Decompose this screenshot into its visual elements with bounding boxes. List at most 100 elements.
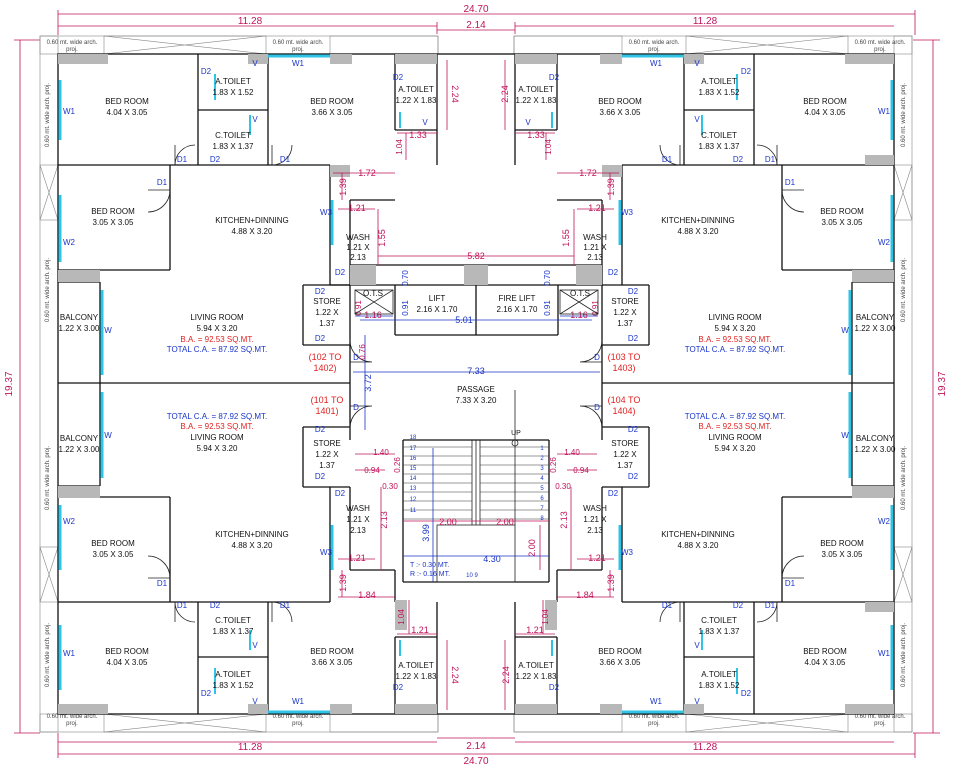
tag-v: V	[252, 641, 258, 650]
dim-label: 1.39	[606, 574, 616, 592]
dim-label: 1.04	[395, 139, 404, 155]
tag-d2: D2	[628, 334, 639, 343]
room-name: O.T.S	[570, 289, 590, 298]
staircase: UP 18 17 16 15 14 13 12 11 1 2 3 4 5 6 7…	[403, 390, 549, 583]
dim-label: 0.70	[543, 270, 552, 286]
proj-label-vertical: 0.60 mt. wide arch. proj.	[901, 83, 907, 147]
room-size: 1.22 X 1.83	[516, 672, 557, 681]
overall-width-top: 24.70	[463, 4, 488, 15]
tag-w: W	[104, 431, 112, 440]
dim-label: 1.21	[588, 553, 606, 563]
tag-d2: D2	[628, 472, 639, 481]
stair-step-number: 16	[410, 456, 417, 462]
tag-w1: W1	[650, 697, 663, 706]
room-name: A.TOILET	[398, 85, 434, 94]
tag-d1: D1	[157, 579, 168, 588]
tag-d2: D2	[549, 73, 560, 82]
stair-step-number: 1	[540, 446, 544, 452]
room-size: 1.83 X 1.37	[213, 627, 254, 636]
room-name: A.TOILET	[701, 77, 737, 86]
stair-step-number: 12	[410, 497, 417, 503]
tag-w1: W1	[63, 107, 76, 116]
room-size: 2.13	[587, 526, 603, 535]
dim-label: 1.39	[338, 178, 348, 196]
arch-projections: 0.60 mt. wide arch. proj. 0.60 mt. wide …	[39, 35, 913, 733]
proj-label: proj.	[292, 47, 304, 53]
room-size: 3.66 X 3.05	[312, 658, 353, 667]
tag-v: V	[694, 641, 700, 650]
overall-width-bottom: 24.70	[463, 756, 488, 767]
room-size: 3.05 X 3.05	[822, 218, 863, 227]
fire-lift-size: 2.16 X 1.70	[497, 305, 538, 314]
tag-d1: D1	[765, 155, 776, 164]
tag-w: W	[841, 431, 849, 440]
dim-label: 1.33	[527, 130, 545, 140]
room-size: 1.21 X	[583, 515, 607, 524]
room-size: 4.88 X 3.20	[678, 227, 719, 236]
room-size: 1.37	[319, 461, 335, 470]
dim-label: 1.16	[364, 310, 382, 320]
room-size: 2.13	[587, 253, 603, 262]
room-name: BED ROOM	[105, 97, 149, 106]
tag-d2: D2	[628, 425, 639, 434]
dim-label: 1.40	[564, 448, 580, 457]
builtup-area: B.A. = 92.53 SQ.MT.	[180, 335, 253, 344]
dim-label: 2.00	[527, 539, 537, 557]
proj-label-vertical: 0.60 mt. wide arch. proj.	[45, 83, 51, 147]
tag-w1: W1	[650, 59, 663, 68]
fire-lift-name: FIRE LIFT	[499, 294, 536, 303]
room-size: 1.22 X 1.83	[396, 96, 437, 105]
tag-d2: D2	[315, 472, 326, 481]
core: LIFT 2.16 X 1.70 FIRE LIFT 2.16 X 1.70 P…	[417, 294, 538, 405]
dim-label: 0.91	[354, 300, 363, 316]
room-size: 4.88 X 3.20	[232, 541, 273, 550]
stair-step-number: 18	[410, 435, 417, 441]
room-name: STORE	[611, 439, 638, 448]
dim-label: 0.26	[393, 457, 402, 473]
room-name: BALCONY	[60, 313, 99, 322]
carpet-area: TOTAL C.A. = 87.92 SQ.MT.	[167, 412, 268, 421]
room-size: 3.05 X 3.05	[822, 550, 863, 559]
proj-label: proj.	[66, 47, 78, 53]
dim-label: 0.94	[573, 466, 589, 475]
tag-d: D	[353, 403, 359, 412]
dim-label: 0.26	[549, 457, 558, 473]
wing-width-bottom-right: 11.28	[693, 742, 718, 753]
dim-label: 2.24	[501, 666, 511, 684]
room-size: 5.94 X 3.20	[197, 444, 238, 453]
room-size: 4.04 X 3.05	[107, 658, 148, 667]
proj-label-vertical: 0.60 mt. wide arch. proj.	[45, 446, 51, 510]
room-size: 1.83 X 1.52	[699, 88, 740, 97]
proj-label-vertical: 0.60 mt. wide arch. proj.	[901, 623, 907, 687]
dim-label: 2.00	[439, 517, 457, 527]
dim-label: 0.91	[543, 300, 552, 316]
proj-label-vertical: 0.60 mt. wide arch. proj.	[901, 446, 907, 510]
overall-depth-right: 19.37	[937, 371, 948, 396]
room-name: STORE	[611, 297, 638, 306]
room-name: A.TOILET	[398, 661, 434, 670]
room-name: A.TOILET	[518, 661, 554, 670]
tag-d2: D2	[315, 425, 326, 434]
wing-width-bottom-left: 11.28	[238, 742, 263, 753]
room-size: 1.22 X	[613, 308, 637, 317]
builtup-area: B.A. = 92.53 SQ.MT.	[698, 335, 771, 344]
room-name: STORE	[313, 439, 340, 448]
stair-step-number: 5	[540, 486, 544, 492]
inner-dimensions: 1.72 1.72 1.39 1.39 1.21 1.21 1.55 1.55 …	[333, 60, 619, 710]
dim-label: 2.24	[450, 85, 460, 103]
stair-step-number: 17	[410, 446, 417, 452]
tag-d1: D1	[177, 601, 188, 610]
stair-step-number: 14	[410, 476, 417, 482]
tag-w3: W3	[621, 208, 634, 217]
dim-label: 2.24	[450, 666, 460, 684]
dim-label: 1.33	[409, 130, 427, 140]
room-size: 1.83 X 1.37	[699, 627, 740, 636]
room-size: 5.94 X 3.20	[715, 324, 756, 333]
door-window-tags: D1 D2 D1 D2 V V W1 D2 V W1 D1 W2 W W3 D2…	[63, 59, 891, 706]
room-size: 3.05 X 3.05	[93, 550, 134, 559]
room-name: BED ROOM	[105, 647, 149, 656]
tag-d2: D2	[393, 73, 404, 82]
room-name: C.TOILET	[215, 616, 251, 625]
room-size: 1.22 X 3.00	[855, 445, 896, 454]
